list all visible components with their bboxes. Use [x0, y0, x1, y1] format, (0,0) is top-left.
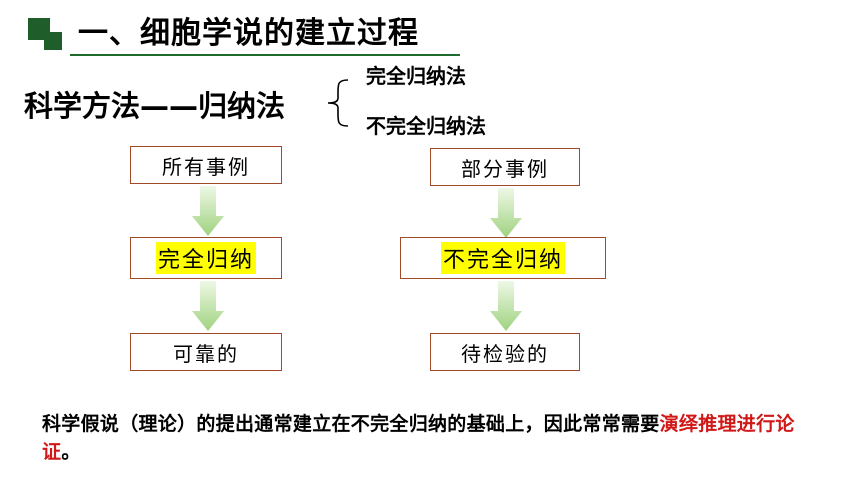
down-arrow-icon: [490, 281, 522, 331]
branch-complete: 完全归纳法: [366, 64, 466, 88]
right-mid-box: 不完全归纳: [400, 237, 606, 279]
branch-incomplete: 不完全归纳法: [366, 114, 486, 138]
right-mid-text: 不完全归纳: [440, 242, 565, 274]
method-label: 科学方法——归纳法: [24, 89, 286, 123]
left-mid-box: 完全归纳: [130, 237, 282, 279]
brace-icon: [327, 79, 349, 127]
right-top-text: 部分事例: [461, 156, 549, 181]
down-arrow-icon: [490, 188, 522, 238]
left-mid-text: 完全归纳: [155, 242, 256, 274]
down-arrow-icon: [192, 186, 224, 236]
left-top-text: 所有事例: [162, 154, 250, 179]
left-bottom-box: 可靠的: [130, 333, 282, 371]
conclusion-text: 科学假说（理论）的提出通常建立在不完全归纳的基础上，因此常常需要演绎推理进行论证…: [42, 410, 832, 466]
right-bottom-text: 待检验的: [461, 341, 549, 366]
down-arrow-icon: [192, 281, 224, 331]
note-text: 科学假说（理论）的提出通常建立在不完全归纳的基础上，因此常常需要: [42, 413, 660, 435]
right-bottom-box: 待检验的: [430, 333, 580, 371]
right-top-box: 部分事例: [430, 148, 580, 186]
title-bullet-icon: [14, 10, 66, 50]
title-underline: [70, 54, 460, 56]
left-bottom-text: 可靠的: [173, 341, 239, 366]
note-highlight: 演绎推理进行论证: [42, 413, 795, 463]
note-end: 。: [61, 441, 81, 463]
left-top-box: 所有事例: [130, 146, 282, 184]
page-title: 一、细胞学说的建立过程: [78, 16, 419, 51]
